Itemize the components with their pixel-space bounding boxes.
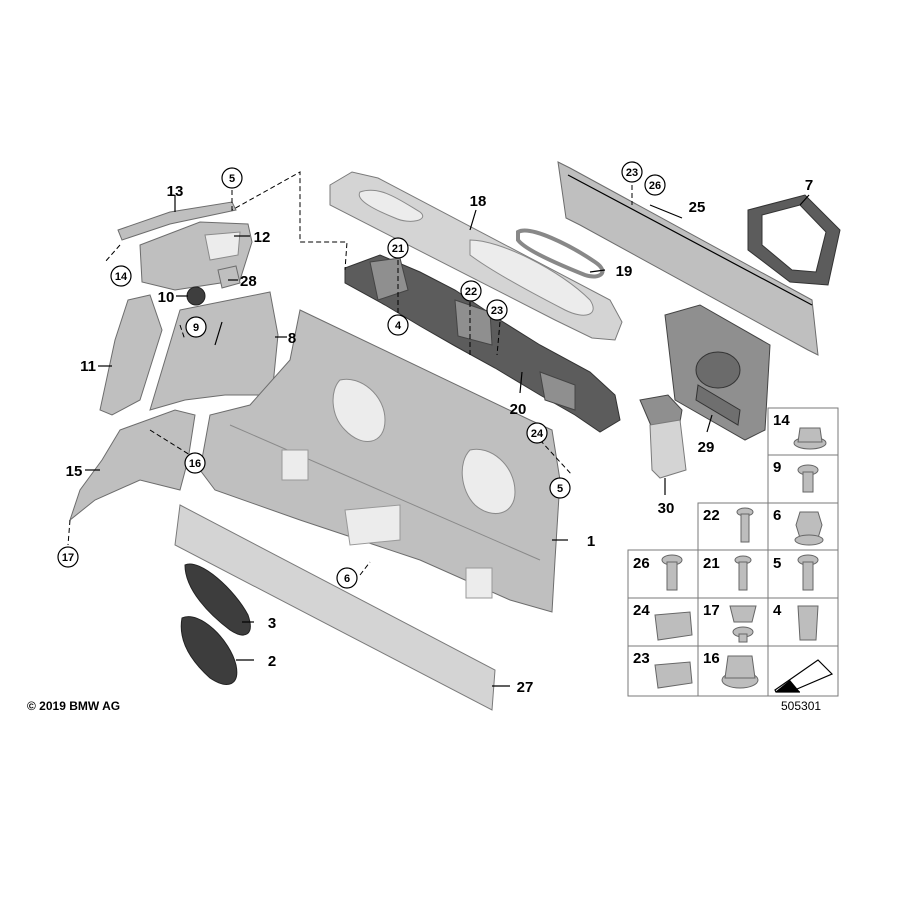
part-27-strip — [174, 504, 496, 711]
clip-24 — [654, 611, 693, 641]
svg-text:6: 6 — [344, 573, 350, 585]
dashed-connectors — [67, 171, 633, 576]
label-19: 19 — [616, 263, 633, 280]
grid-label-26: 26 — [633, 555, 650, 572]
grid-label-17: 17 — [703, 602, 720, 619]
svg-text:24: 24 — [531, 428, 544, 440]
grid-label-9: 9 — [773, 459, 781, 476]
clip-23 — [654, 661, 693, 689]
label-27: 27 — [517, 679, 534, 696]
label-3: 3 — [268, 615, 276, 632]
label-29: 29 — [698, 439, 715, 456]
part-25-rear-panel — [557, 161, 819, 356]
grid-label-16: 16 — [703, 650, 720, 667]
part-8-side-panel — [149, 291, 279, 411]
circled-label-5-right: 5 — [549, 477, 571, 499]
label-1: 1 — [587, 533, 595, 550]
screw-22 — [736, 507, 754, 543]
part-7-frame — [747, 194, 841, 286]
nut-16 — [721, 655, 759, 689]
circled-label-24: 24 — [526, 422, 548, 444]
circled-label-23-top: 23 — [621, 161, 643, 183]
label-15: 15 — [66, 463, 83, 480]
diagram-number: 505301 — [781, 699, 822, 713]
label-13: 13 — [167, 183, 184, 200]
circled-label-9: 9 — [185, 316, 207, 338]
label-12: 12 — [254, 229, 271, 246]
label-28: 28 — [240, 273, 257, 290]
screw-9 — [797, 464, 819, 493]
copyright-text: © 2019 BMW AG — [27, 699, 121, 713]
svg-text:4: 4 — [395, 320, 402, 332]
grid-label-24: 24 — [633, 602, 650, 619]
arrow-icon — [774, 659, 834, 693]
part-11-pillar — [99, 294, 163, 416]
part-3-pad — [184, 563, 251, 636]
part-1-partition — [199, 309, 561, 613]
svg-text:14: 14 — [115, 271, 128, 283]
clip-17 — [729, 605, 757, 643]
label-8: 8 — [288, 330, 296, 347]
circled-label-22: 22 — [460, 280, 482, 302]
part-29-mount — [664, 304, 771, 441]
svg-text:5: 5 — [229, 173, 235, 185]
label-18: 18 — [470, 193, 487, 210]
grid-label-6: 6 — [773, 507, 781, 524]
circled-label-17: 17 — [57, 546, 79, 568]
circled-label-26: 26 — [644, 174, 666, 196]
screw-21 — [734, 555, 752, 591]
svg-text:17: 17 — [62, 552, 74, 564]
label-11: 11 — [80, 358, 96, 375]
part-10-clip — [186, 286, 206, 306]
grid-label-22: 22 — [703, 507, 720, 524]
grid-label-21: 21 — [703, 555, 720, 572]
svg-text:23: 23 — [626, 167, 638, 179]
part-28-cap — [217, 265, 241, 289]
part-2-pad — [180, 616, 238, 685]
part-18-parcel-shelf — [329, 171, 623, 341]
part-labels: 13 12 28 10 8 11 15 18 19 20 25 7 29 30 … — [66, 177, 814, 696]
svg-text:9: 9 — [193, 322, 199, 334]
circled-label-21: 21 — [387, 237, 409, 259]
svg-text:21: 21 — [392, 243, 404, 255]
grid-label-5: 5 — [773, 555, 781, 572]
circled-labels: 5 14 9 21 4 22 23 23 — [57, 161, 666, 589]
label-10: 10 — [158, 289, 175, 306]
part-19-trim-ring — [516, 228, 605, 279]
grid-label-14: 14 — [773, 412, 790, 429]
leader-lines — [85, 194, 810, 687]
label-2: 2 — [268, 653, 276, 670]
clip-4 — [797, 605, 819, 641]
label-25: 25 — [689, 199, 706, 216]
nut-14 — [793, 427, 827, 450]
label-7: 7 — [805, 177, 813, 194]
circled-label-16: 16 — [184, 452, 206, 474]
nut-6 — [794, 511, 824, 546]
circled-label-23-mid: 23 — [486, 299, 508, 321]
part-15-lower-trim — [68, 409, 196, 522]
svg-text:23: 23 — [491, 305, 503, 317]
screw-26 — [661, 554, 683, 591]
part-30-container — [639, 394, 687, 479]
svg-text:16: 16 — [189, 458, 201, 470]
label-20: 20 — [510, 401, 527, 418]
circled-label-6: 6 — [336, 567, 358, 589]
svg-text:5: 5 — [557, 483, 563, 495]
circled-label-5-top: 5 — [221, 167, 243, 189]
screw-5 — [797, 554, 819, 591]
circled-label-14: 14 — [110, 265, 132, 287]
svg-text:22: 22 — [465, 286, 477, 298]
label-30: 30 — [658, 500, 675, 517]
part-13-strip — [117, 201, 237, 241]
grid-label-23: 23 — [633, 650, 650, 667]
svg-text:26: 26 — [649, 180, 661, 192]
circled-label-4: 4 — [387, 314, 409, 336]
grid-label-4: 4 — [773, 602, 782, 619]
fastener-grid: 14 9 22 6 26 21 5 24 17 4 23 16 — [627, 407, 839, 697]
